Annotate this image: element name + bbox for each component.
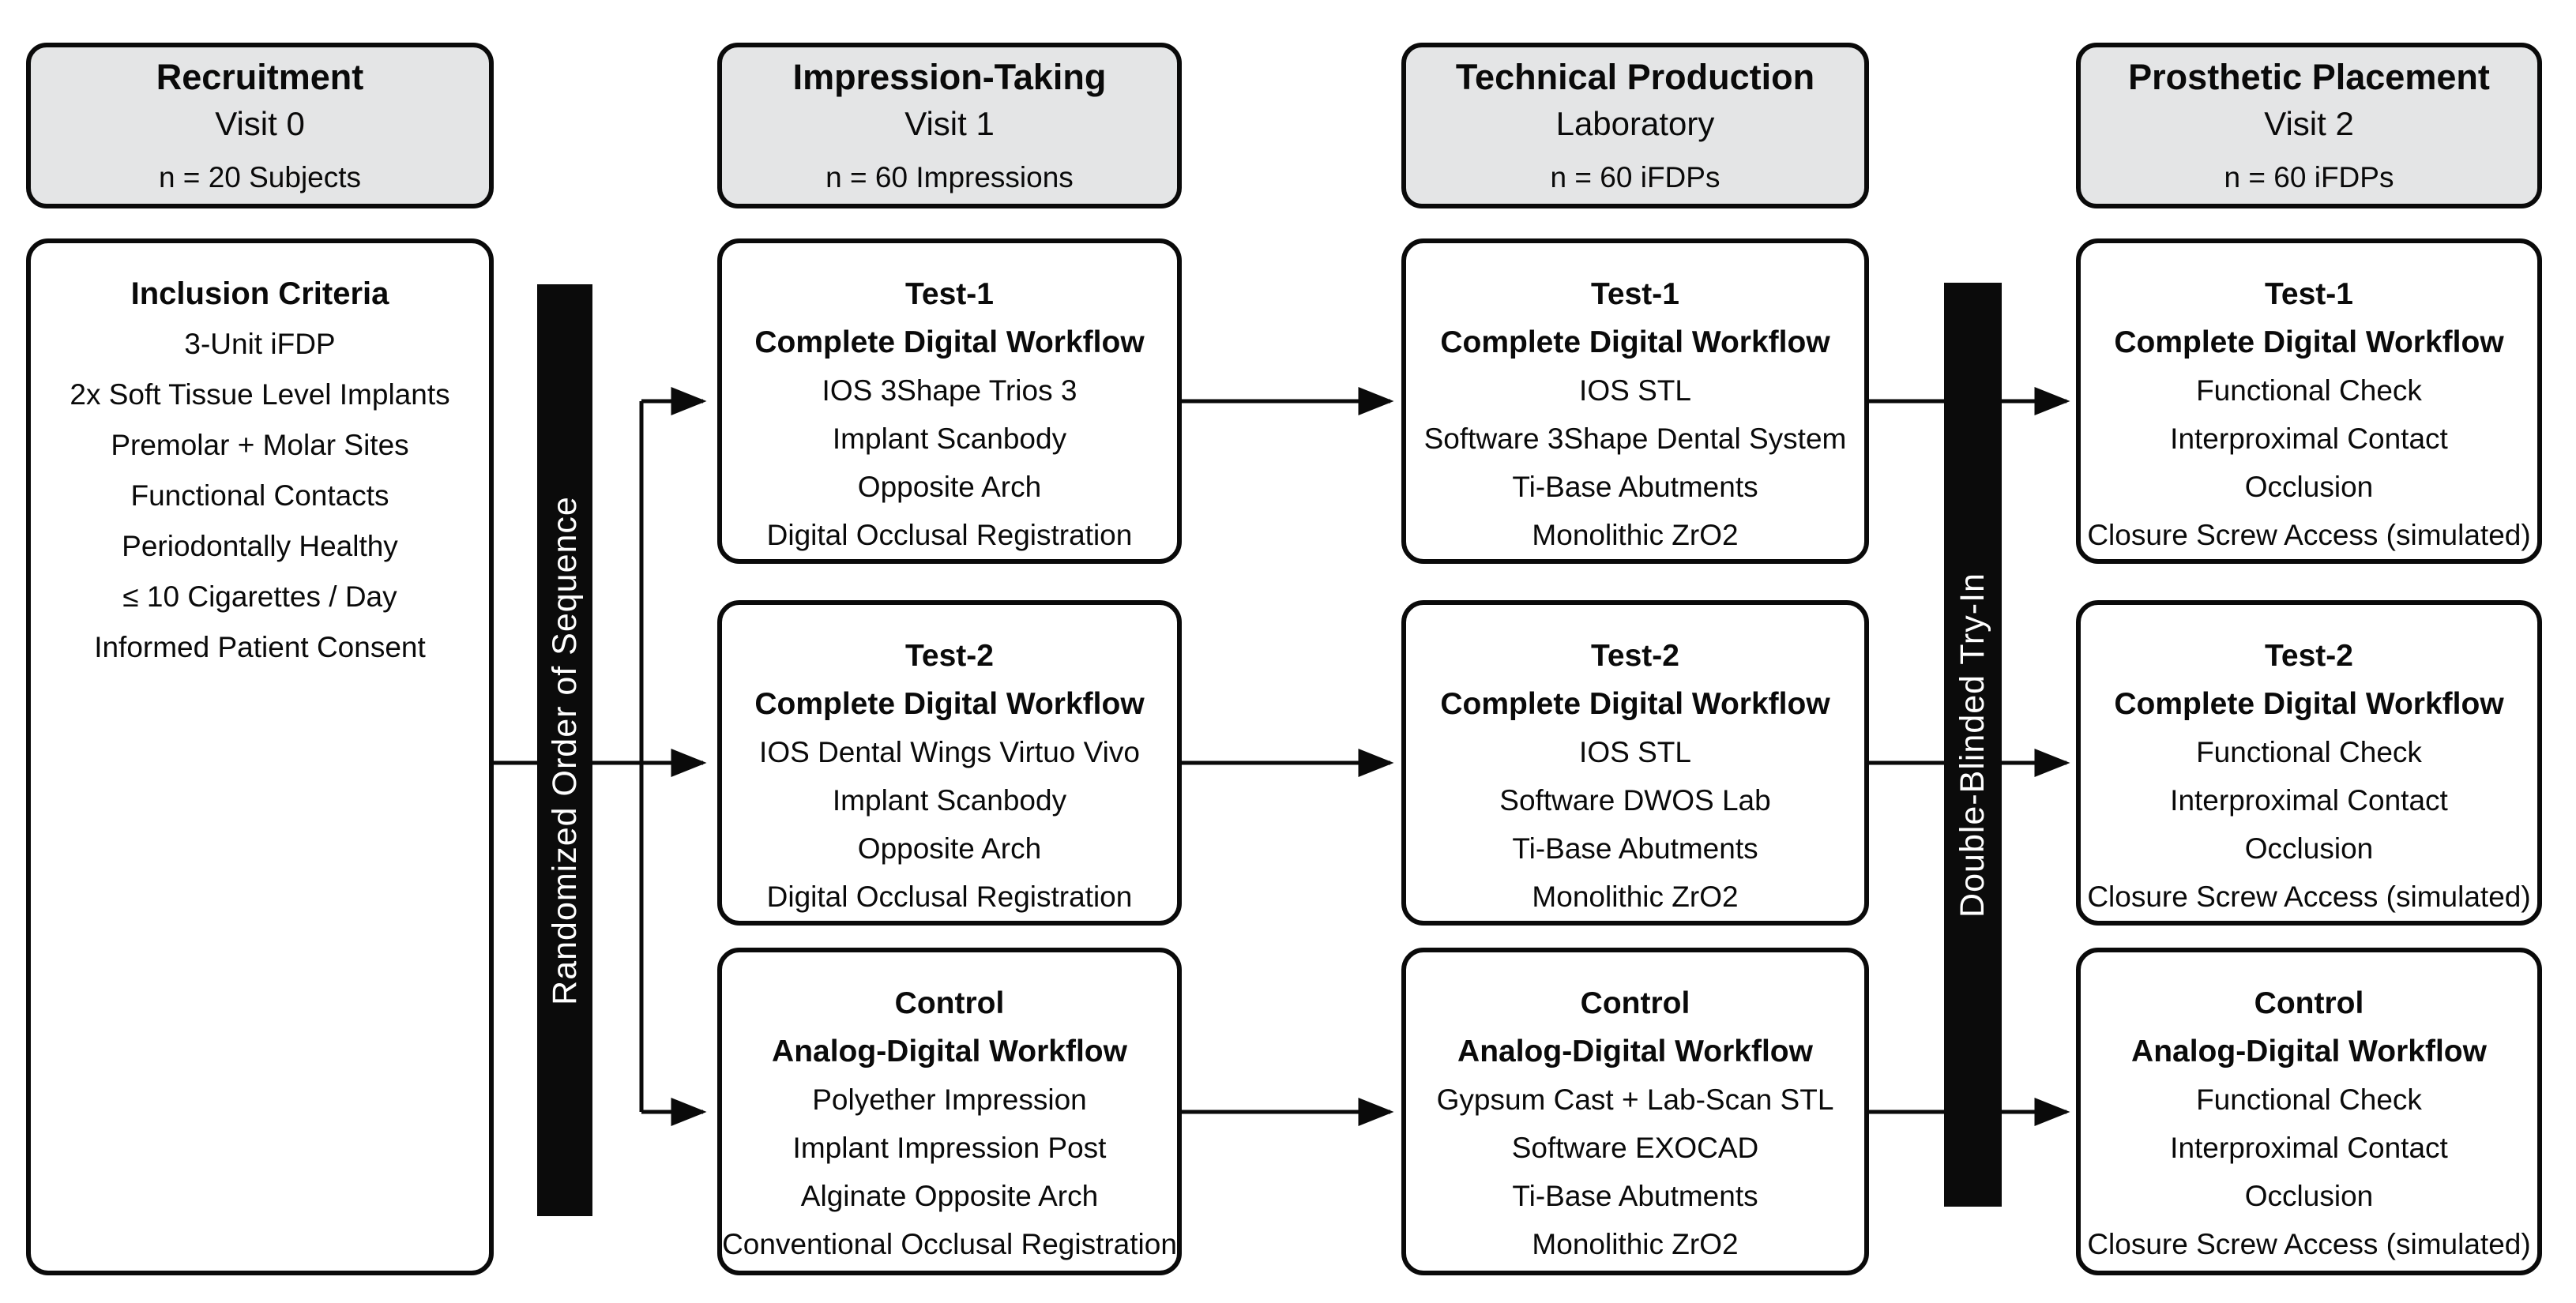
box-item: IOS Dental Wings Virtuo Vivo <box>759 736 1140 768</box>
box-impression-control: Control Analog-Digital Workflow Polyethe… <box>717 948 1182 1275</box>
box-item: Software DWOS Lab <box>1499 784 1771 817</box>
box-subtitle: Analog-Digital Workflow <box>1457 1035 1813 1068</box>
box-item: Interproximal Contact <box>2170 1132 2448 1164</box>
criteria-item: Functional Contacts <box>130 479 389 512</box>
box-subtitle: Complete Digital Workflow <box>2114 325 2504 359</box>
box-subtitle: Analog-Digital Workflow <box>772 1035 1127 1068</box>
box-title: Test-2 <box>2265 639 2353 673</box>
box-item: Closure Screw Access (simulated) <box>2087 881 2531 913</box>
box-placement-test-1: Test-1 Complete Digital Workflow Functio… <box>2076 238 2542 564</box>
box-item: Interproximal Contact <box>2170 422 2448 455</box>
box-item: Ti-Base Abutments <box>1512 832 1758 865</box>
randomized-order-bar: Randomized Order of Sequence <box>537 284 592 1216</box>
header-subtitle: Visit 2 <box>2264 105 2354 142</box>
header-title: Impression-Taking <box>792 57 1107 97</box>
box-title: Test-1 <box>905 277 994 311</box>
box-title: Test-1 <box>2265 277 2353 311</box>
box-subtitle: Complete Digital Workflow <box>754 687 1145 721</box>
box-item: IOS STL <box>1579 736 1691 768</box>
box-lab-test-1: Test-1 Complete Digital Workflow IOS STL… <box>1401 238 1869 564</box>
box-item: Closure Screw Access (simulated) <box>2087 519 2531 551</box>
box-item: Functional Check <box>2196 374 2422 407</box>
randomized-order-label: Randomized Order of Sequence <box>545 495 584 1005</box>
header-prosthetic-placement: Prosthetic Placement Visit 2 n = 60 iFDP… <box>2076 43 2542 208</box>
box-item: Conventional Occlusal Registration <box>722 1228 1177 1260</box>
box-inclusion-criteria: Inclusion Criteria 3-Unit iFDP 2x Soft T… <box>26 238 494 1275</box>
double-blinded-try-in-label: Double-Blinded Try-In <box>1954 572 1991 918</box>
box-item: Polyether Impression <box>812 1083 1087 1116</box>
box-item: Implant Impression Post <box>792 1132 1107 1164</box>
box-item: Ti-Base Abutments <box>1512 471 1758 503</box>
header-count: n = 60 iFDPs <box>2224 161 2394 193</box>
box-item: Software EXOCAD <box>1511 1132 1759 1164</box>
header-title: Prosthetic Placement <box>2128 57 2490 97</box>
criteria-item: Periodontally Healthy <box>122 530 398 562</box>
box-item: Ti-Base Abutments <box>1512 1180 1758 1212</box>
box-title: Control <box>894 986 1005 1020</box>
box-item: Occlusion <box>2244 832 2374 865</box>
box-item: Digital Occlusal Registration <box>766 881 1133 913</box>
header-subtitle: Visit 1 <box>904 105 995 142</box>
box-item: Digital Occlusal Registration <box>766 519 1133 551</box>
box-item: IOS 3Shape Trios 3 <box>822 374 1077 407</box>
box-item: Implant Scanbody <box>832 422 1067 455</box>
criteria-item: Informed Patient Consent <box>94 631 426 663</box>
box-title: Control <box>1580 986 1690 1020</box>
header-count: n = 60 Impressions <box>825 161 1074 193</box>
box-item: Alginate Opposite Arch <box>800 1180 1099 1212</box>
box-item: Implant Scanbody <box>832 784 1067 817</box>
box-impression-test-2: Test-2 Complete Digital Workflow IOS Den… <box>717 600 1182 926</box>
box-item: Gypsum Cast + Lab-Scan STL <box>1436 1083 1834 1116</box>
box-item: Opposite Arch <box>857 832 1042 865</box>
header-subtitle: Laboratory <box>1555 105 1715 142</box>
header-count: n = 20 Subjects <box>158 161 362 193</box>
header-impression-taking: Impression-Taking Visit 1 n = 60 Impress… <box>717 43 1182 208</box>
criteria-item: Premolar + Molar Sites <box>111 429 409 461</box>
box-subtitle: Complete Digital Workflow <box>2114 687 2504 721</box>
box-subtitle: Complete Digital Workflow <box>754 325 1145 359</box>
box-item: Occlusion <box>2244 471 2374 503</box>
header-recruitment: Recruitment Visit 0 n = 20 Subjects <box>26 43 494 208</box>
box-item: Closure Screw Access (simulated) <box>2087 1228 2531 1260</box>
box-subtitle: Complete Digital Workflow <box>1440 325 1830 359</box>
box-item: Interproximal Contact <box>2170 784 2448 817</box>
box-subtitle: Analog-Digital Workflow <box>2131 1035 2487 1068</box>
box-placement-control: Control Analog-Digital Workflow Function… <box>2076 948 2542 1275</box>
box-title: Test-2 <box>905 639 994 673</box>
header-count: n = 60 iFDPs <box>1550 161 1720 193</box>
criteria-item: 3-Unit iFDP <box>184 328 336 360</box>
box-item: Occlusion <box>2244 1180 2374 1212</box>
box-item: Opposite Arch <box>857 471 1042 503</box>
box-title: Control <box>2254 986 2364 1020</box>
header-title: Technical Production <box>1455 57 1815 97</box>
box-item: Monolithic ZrO2 <box>1532 519 1739 551</box>
header-title: Recruitment <box>156 57 364 97</box>
box-item: Functional Check <box>2196 736 2422 768</box>
double-blinded-try-in-bar: Double-Blinded Try-In <box>1944 283 2002 1207</box>
box-item: Software 3Shape Dental System <box>1423 422 1847 455</box>
box-title: Test-2 <box>1591 639 1679 673</box>
header-subtitle: Visit 0 <box>215 105 305 142</box>
box-subtitle: Complete Digital Workflow <box>1440 687 1830 721</box>
header-technical-production: Technical Production Laboratory n = 60 i… <box>1401 43 1869 208</box>
box-title: Test-1 <box>1591 277 1679 311</box>
box-title: Inclusion Criteria <box>130 276 389 311</box>
box-item: Monolithic ZrO2 <box>1532 1228 1739 1260</box>
box-placement-test-2: Test-2 Complete Digital Workflow Functio… <box>2076 600 2542 926</box>
box-lab-control: Control Analog-Digital Workflow Gypsum C… <box>1401 948 1869 1275</box>
box-lab-test-2: Test-2 Complete Digital Workflow IOS STL… <box>1401 600 1869 926</box>
box-impression-test-1: Test-1 Complete Digital Workflow IOS 3Sh… <box>717 238 1182 564</box>
criteria-item: 2x Soft Tissue Level Implants <box>70 378 450 411</box>
box-item: Functional Check <box>2196 1083 2422 1116</box>
box-item: IOS STL <box>1579 374 1691 407</box>
box-item: Monolithic ZrO2 <box>1532 881 1739 913</box>
criteria-item: ≤ 10 Cigarettes / Day <box>122 580 397 613</box>
